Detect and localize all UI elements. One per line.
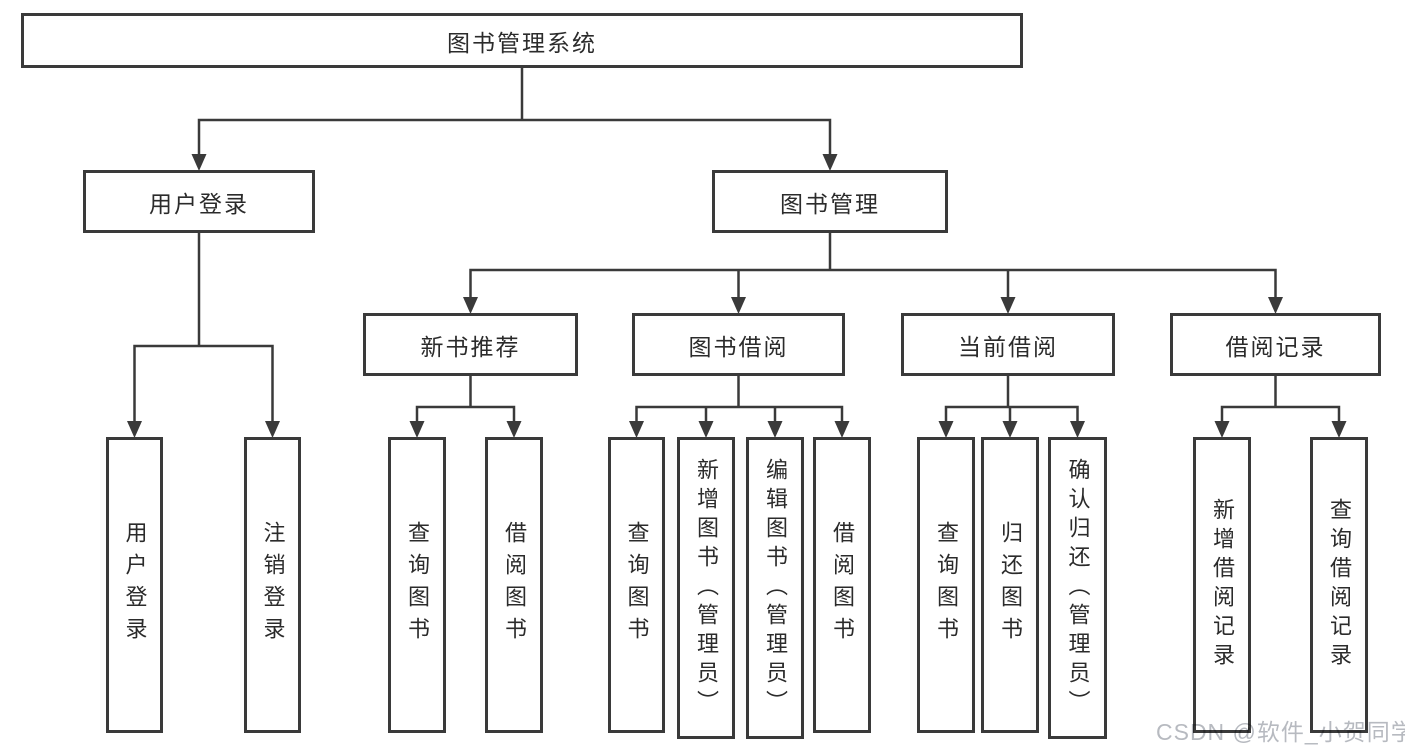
arrowhead bbox=[1000, 297, 1016, 314]
arrowhead bbox=[1268, 297, 1283, 314]
arrowhead bbox=[1331, 421, 1347, 438]
connector-book-borrow bbox=[629, 374, 850, 438]
arrowhead bbox=[1002, 421, 1018, 438]
node-leaf-br-add: 新增借阅记录 bbox=[1193, 437, 1251, 733]
connector-new-books bbox=[409, 374, 522, 438]
arrowhead bbox=[629, 421, 644, 438]
arrowhead bbox=[191, 154, 207, 171]
arrowhead bbox=[1070, 421, 1085, 438]
node-label: 查询借阅记录 bbox=[1327, 498, 1352, 672]
node-label: 新增图书（管理员） bbox=[694, 457, 719, 719]
node-label: 当前借阅 bbox=[958, 333, 1058, 360]
node-label: 新书推荐 bbox=[420, 333, 521, 360]
node-label: 编辑图书（管理员） bbox=[763, 457, 788, 719]
connector-borrow-records bbox=[1214, 374, 1347, 438]
connector-current-borrow bbox=[938, 374, 1085, 438]
connector-root bbox=[191, 66, 838, 171]
node-user-login: 用户登录 bbox=[83, 170, 315, 233]
node-leaf-cb-return: 归还图书 bbox=[981, 437, 1039, 733]
node-leaf-nb-query: 查询图书 bbox=[388, 437, 446, 733]
node-leaf-nb-borrow: 借阅图书 bbox=[485, 437, 543, 733]
node-label: 注销登录 bbox=[260, 521, 286, 649]
arrowhead bbox=[767, 421, 783, 438]
node-label: 图书借阅 bbox=[688, 333, 789, 360]
arrowhead bbox=[938, 421, 954, 438]
node-label: 借阅记录 bbox=[1225, 333, 1326, 360]
node-current-borrow: 当前借阅 bbox=[901, 313, 1115, 376]
node-borrow-records: 借阅记录 bbox=[1170, 313, 1381, 376]
arrowhead bbox=[463, 297, 478, 314]
node-label: 归还图书 bbox=[998, 521, 1023, 649]
node-leaf-cb-query: 查询图书 bbox=[917, 437, 975, 733]
node-leaf-bb-borrow: 借阅图书 bbox=[813, 437, 871, 733]
arrowhead bbox=[265, 421, 280, 438]
arrowhead bbox=[834, 421, 850, 438]
node-leaf-cb-confirm: 确认归还（管理员） bbox=[1048, 437, 1107, 739]
node-label: 图书管理系统 bbox=[447, 29, 597, 56]
node-label: 确认归还（管理员） bbox=[1065, 457, 1091, 719]
node-leaf-logout: 注销登录 bbox=[244, 437, 301, 733]
node-label: 借阅图书 bbox=[830, 521, 855, 649]
node-label: 借阅图书 bbox=[502, 521, 527, 649]
arrowhead bbox=[506, 421, 522, 438]
node-leaf-bb-query: 查询图书 bbox=[608, 437, 665, 733]
node-label: 查询图书 bbox=[405, 521, 430, 649]
node-new-books: 新书推荐 bbox=[363, 313, 578, 376]
connector-user-login bbox=[127, 231, 280, 438]
node-label: 用户登录 bbox=[149, 190, 249, 217]
node-label: 查询图书 bbox=[624, 521, 650, 649]
node-leaf-br-query: 查询借阅记录 bbox=[1310, 437, 1368, 733]
connector-book-mgmt bbox=[463, 231, 1283, 314]
node-root: 图书管理系统 bbox=[21, 13, 1023, 68]
node-label: 图书管理 bbox=[780, 190, 880, 217]
node-leaf-bb-add: 新增图书（管理员） bbox=[677, 437, 735, 739]
arrowhead bbox=[731, 297, 746, 314]
node-label: 新增借阅记录 bbox=[1210, 498, 1235, 672]
arrowhead bbox=[127, 421, 142, 438]
arrowhead bbox=[698, 421, 714, 438]
node-book-mgmt: 图书管理 bbox=[712, 170, 948, 233]
node-leaf-bb-edit: 编辑图书（管理员） bbox=[746, 437, 804, 739]
node-leaf-user-login: 用户登录 bbox=[106, 437, 163, 733]
node-label: 查询图书 bbox=[934, 521, 959, 649]
arrowhead bbox=[409, 421, 425, 438]
node-book-borrow: 图书借阅 bbox=[632, 313, 845, 376]
arrowhead bbox=[822, 154, 838, 171]
arrowhead bbox=[1214, 421, 1230, 438]
node-label: 用户登录 bbox=[122, 521, 148, 649]
